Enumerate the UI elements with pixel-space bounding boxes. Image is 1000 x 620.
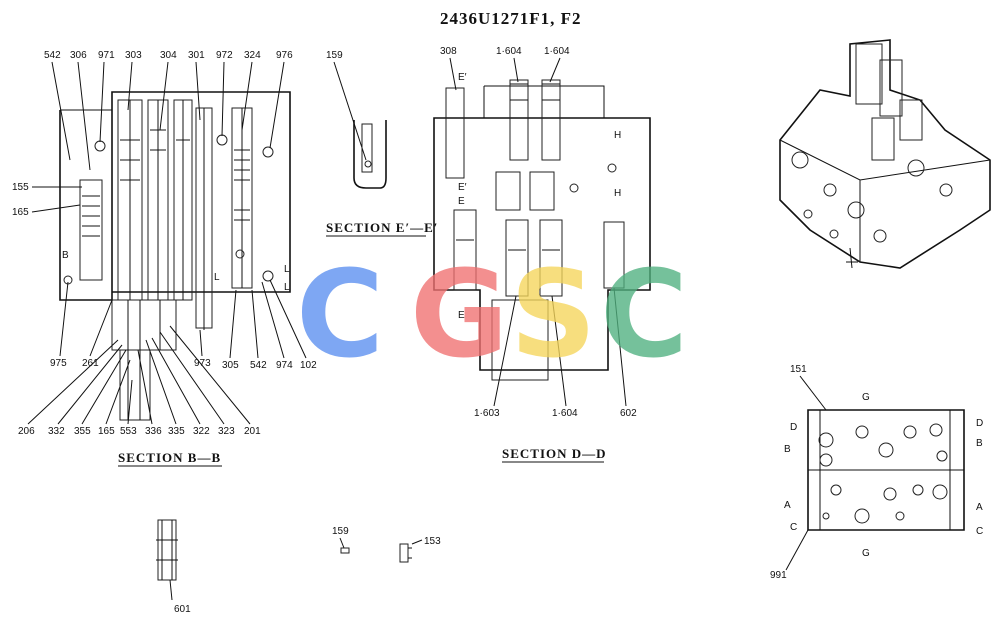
bb-label-165-b: 165 (98, 426, 115, 437)
dd-marker-e1: E′ (458, 72, 467, 83)
front-marker-g-bottom: G (862, 548, 870, 559)
front-marker-g-top: G (862, 392, 870, 403)
bb-label-553: 553 (120, 426, 137, 437)
watermark-letter-c2: C (600, 246, 688, 385)
detail-153-label: 153 (424, 536, 441, 547)
watermark-letter-s: S (510, 246, 596, 385)
detail-153: 153 (399, 536, 441, 563)
bb-label-301: 301 (188, 50, 205, 61)
bb-label-332: 332 (48, 426, 65, 437)
isometric-valve-view (779, 39, 991, 269)
bb-label-972: 972 (216, 50, 233, 61)
front-marker-b-right: B (976, 438, 983, 449)
section-ee: 159 SECTION E′—E′ (326, 50, 438, 237)
bb-label-306: 306 (70, 50, 87, 61)
front-label-991: 991 (770, 570, 787, 581)
bb-label-355: 355 (74, 426, 91, 437)
dd-marker-e3: E (458, 196, 465, 207)
bb-label-973: 973 (194, 358, 211, 369)
dd-marker-h2: H (614, 188, 621, 199)
bb-label-542-b: 542 (250, 360, 267, 371)
bb-marker-l-inner: L (214, 272, 220, 283)
dd-label-1604-c: 1·604 (552, 408, 578, 419)
bb-marker-l-2: L (284, 282, 290, 293)
front-label-151: 151 (790, 364, 807, 375)
bb-label-155: 155 (12, 182, 29, 193)
bb-top-labels: 542 306 971 303 304 301 972 324 976 (44, 50, 293, 61)
drawing-title: 2436U1271F1, F2 (440, 9, 582, 28)
dd-label-602: 602 (620, 408, 637, 419)
section-dd: 308 1·604 1·604 E′ E′ E H H E 1·603 1·60… (433, 46, 651, 463)
front-marker-b-left: B (784, 444, 791, 455)
bb-label-206: 206 (18, 426, 35, 437)
dd-marker-h1: H (614, 130, 621, 141)
dd-marker-e2: E′ (458, 182, 467, 193)
bb-label-102: 102 (300, 360, 317, 371)
front-marker-c-left: C (790, 522, 797, 533)
dd-marker-e4: E (458, 310, 465, 321)
bb-marker-l-1: L (284, 264, 290, 275)
bb-label-542: 542 (44, 50, 61, 61)
bb-label-971: 971 (98, 50, 115, 61)
section-bb-caption: SECTION B—B (118, 450, 221, 465)
bb-label-261: 261 (82, 358, 99, 369)
bb-label-336: 336 (145, 426, 162, 437)
section-bb: 542 306 971 303 304 301 972 324 976 155 … (12, 50, 317, 467)
front-marker-a-left: A (784, 500, 791, 511)
detail-159: 159 (332, 526, 350, 554)
dd-label-1604-a: 1·604 (496, 46, 522, 57)
bb-label-975: 975 (50, 358, 67, 369)
section-dd-caption: SECTION D—D (502, 446, 607, 461)
bb-label-324: 324 (244, 50, 261, 61)
bb-label-304: 304 (160, 50, 177, 61)
section-ee-caption: SECTION E′—E′ (326, 220, 438, 235)
bb-label-322: 322 (193, 426, 210, 437)
front-marker-c-right: C (976, 526, 983, 537)
bb-label-323: 323 (218, 426, 235, 437)
detail-601: 601 (156, 519, 191, 615)
bb-label-976: 976 (276, 50, 293, 61)
bb-label-335: 335 (168, 426, 185, 437)
detail-159-label: 159 (332, 526, 349, 537)
dd-label-1604-b: 1·604 (544, 46, 570, 57)
bb-label-974: 974 (276, 360, 293, 371)
dd-label-1603: 1·603 (474, 408, 500, 419)
bb-label-303: 303 (125, 50, 142, 61)
cgsc-watermark: C G S C (296, 246, 688, 385)
watermark-letter-c1: C (296, 246, 384, 385)
front-marker-d-right: D (976, 418, 983, 429)
bb-marker-b: B (62, 250, 69, 261)
front-view: 151 G G D B A C D B A C 991 (770, 364, 983, 581)
ee-label-159: 159 (326, 50, 343, 61)
detail-601-label: 601 (174, 604, 191, 615)
bb-label-165: 165 (12, 207, 29, 218)
watermark-letter-g: G (410, 246, 509, 385)
bb-label-305: 305 (222, 360, 239, 371)
front-marker-d-left: D (790, 422, 797, 433)
dd-label-308: 308 (440, 46, 457, 57)
front-marker-a-right: A (976, 502, 983, 513)
bb-label-201: 201 (244, 426, 261, 437)
